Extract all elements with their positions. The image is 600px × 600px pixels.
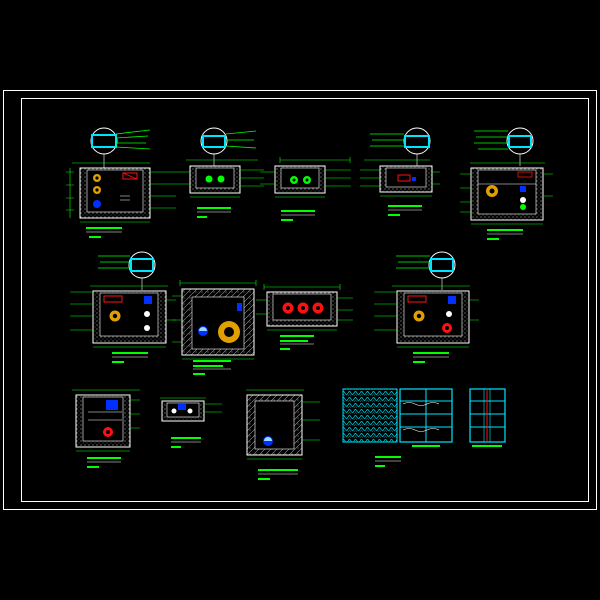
trench-section-7 xyxy=(172,280,257,375)
trench-section-11 xyxy=(160,397,222,448)
trench-section-4 xyxy=(360,127,440,216)
detail-bubble-icon xyxy=(396,251,456,290)
detail-bubble-icon xyxy=(90,127,151,168)
grid-detail-2 xyxy=(469,388,506,447)
outer-frame xyxy=(3,90,597,510)
detail-bubble-icon xyxy=(200,127,257,166)
trench-section-5 xyxy=(460,127,553,240)
trench-section-3 xyxy=(260,157,351,221)
grid-detail-1 xyxy=(399,388,453,447)
detail-bubble-icon xyxy=(370,127,431,166)
cover-plate-plan xyxy=(342,388,401,467)
inner-frame xyxy=(21,98,589,502)
trench-section-2 xyxy=(176,127,264,218)
trench-section-6 xyxy=(70,251,176,363)
trench-section-9 xyxy=(374,251,479,363)
trench-section-10 xyxy=(72,389,140,468)
trench-section-12 xyxy=(246,389,320,480)
trench-section-1 xyxy=(66,127,176,238)
trench-section-8 xyxy=(256,284,353,350)
detail-bubble-icon xyxy=(98,251,156,290)
detail-bubble-icon xyxy=(474,127,534,166)
